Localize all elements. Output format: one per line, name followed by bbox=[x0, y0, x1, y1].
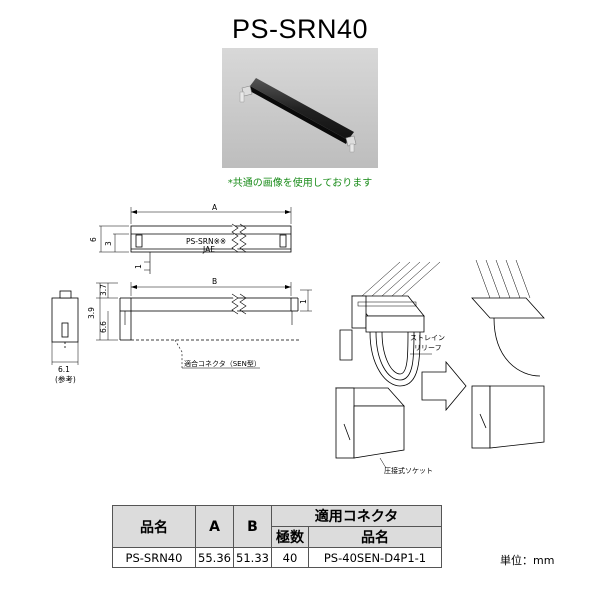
header-b: B bbox=[233, 505, 272, 548]
cell-part: PS-SRN40 bbox=[112, 547, 196, 568]
cell-b: 51.33 bbox=[233, 547, 272, 568]
dim-3-9-label: 3.9 bbox=[87, 307, 96, 319]
dim-6-6-label: 6.6 bbox=[99, 321, 108, 333]
dim-3-label: 3 bbox=[104, 241, 113, 246]
cell-connector-part: PS-40SEN-D4P1-1 bbox=[308, 547, 442, 568]
front-view bbox=[119, 293, 300, 341]
unit-label: 単位：mm bbox=[500, 554, 555, 567]
spec-table: 品名 A B 適用コネクタ 極数 品名 PS-SRN40 55.36 51.33… bbox=[112, 505, 442, 568]
socket-label: 圧接式ソケット bbox=[384, 466, 433, 475]
strain-relief-label-2: リリーフ bbox=[414, 344, 442, 352]
dim-a-label: A bbox=[212, 203, 218, 212]
photo-note: *共通の画像を使用しております bbox=[227, 178, 373, 189]
table-row: PS-SRN40 55.36 51.33 40 PS-40SEN-D4P1-1 bbox=[112, 547, 442, 568]
product-photo bbox=[222, 48, 378, 168]
assembly-illustration bbox=[335, 259, 545, 469]
dim-3-7-label: 3.7 bbox=[99, 284, 108, 296]
cell-poles: 40 bbox=[271, 547, 309, 568]
strain-relief-bar bbox=[239, 78, 357, 153]
header-connector: 適用コネクタ bbox=[271, 505, 442, 527]
cell-a: 55.36 bbox=[195, 547, 234, 568]
header-connector-part: 品名 bbox=[308, 526, 442, 548]
dim-1a-label: 1 bbox=[134, 264, 143, 269]
strain-relief-label-1: ストレイン bbox=[410, 334, 445, 342]
technical-drawing: A B 6 3 1 3.9 3.7 6.6 1 6.1 (参考) PS-SRN※… bbox=[51, 203, 545, 475]
dim-b-label: B bbox=[212, 277, 217, 286]
header-a: A bbox=[195, 505, 234, 548]
connector-label: 適合コネクタ（SEN型） bbox=[184, 359, 261, 368]
dim-1b-label: 1 bbox=[299, 299, 308, 304]
header-poles: 極数 bbox=[271, 526, 309, 548]
top-view bbox=[130, 223, 292, 274]
marking-text-1: PS-SRN※※ bbox=[186, 237, 226, 246]
side-view bbox=[51, 290, 79, 365]
dim-6-label: 6 bbox=[89, 237, 98, 242]
dim-6-1-label: 6.1 bbox=[58, 365, 70, 374]
header-part: 品名 bbox=[112, 505, 196, 548]
marking-text-2: JAE bbox=[202, 245, 215, 254]
page-title: PS-SRN40 bbox=[231, 14, 369, 44]
reference-label: (参考) bbox=[55, 374, 76, 384]
